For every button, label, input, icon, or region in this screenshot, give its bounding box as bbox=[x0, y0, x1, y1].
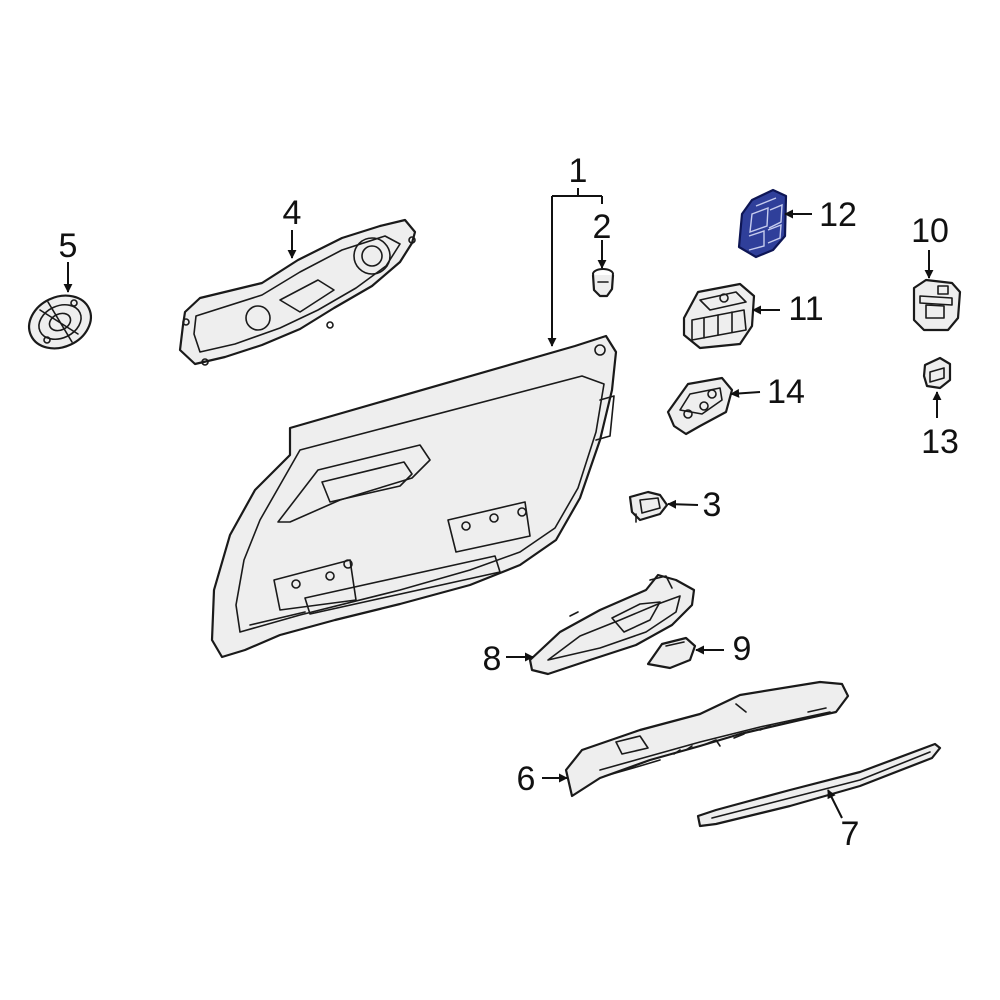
callout-3[interactable]: 3 bbox=[703, 486, 722, 524]
callout-1[interactable]: 1 bbox=[569, 152, 588, 190]
callout-4[interactable]: 4 bbox=[283, 194, 302, 232]
callout-13[interactable]: 13 bbox=[921, 423, 959, 461]
part-2-clip[interactable] bbox=[591, 268, 615, 298]
part-14-switch-bezel[interactable] bbox=[666, 376, 734, 436]
part-4-water-shield[interactable] bbox=[178, 218, 417, 366]
part-13-small-switch[interactable] bbox=[922, 356, 952, 390]
leader-lines bbox=[63, 188, 942, 819]
part-1-door-trim-panel[interactable] bbox=[210, 334, 618, 659]
callout-12[interactable]: 12 bbox=[819, 196, 857, 234]
part-10-switch[interactable] bbox=[912, 278, 962, 332]
part-12-switch-highlighted[interactable] bbox=[737, 188, 788, 259]
callout-6[interactable]: 6 bbox=[517, 760, 536, 798]
callout-11[interactable]: 11 bbox=[788, 290, 823, 328]
part-9-cover[interactable] bbox=[646, 636, 697, 670]
callout-8[interactable]: 8 bbox=[483, 640, 502, 678]
part-3-trim-piece[interactable] bbox=[628, 490, 669, 523]
callout-9[interactable]: 9 bbox=[733, 630, 752, 668]
callout-7[interactable]: 7 bbox=[841, 815, 860, 853]
callout-labels: 1 2 3 4 5 6 7 8 9 10 11 12 13 14 bbox=[59, 152, 959, 853]
callout-5[interactable]: 5 bbox=[59, 227, 78, 265]
part-6-armrest-panel[interactable] bbox=[564, 680, 850, 798]
callout-2[interactable]: 2 bbox=[593, 208, 612, 246]
part-11-window-switch[interactable] bbox=[682, 282, 756, 350]
callout-10[interactable]: 10 bbox=[911, 212, 949, 250]
part-7-trim-strip[interactable] bbox=[696, 742, 942, 828]
part-5-speaker-grille[interactable] bbox=[20, 286, 99, 358]
callout-14[interactable]: 14 bbox=[767, 373, 805, 411]
part-8-handle-bezel[interactable] bbox=[528, 573, 696, 676]
